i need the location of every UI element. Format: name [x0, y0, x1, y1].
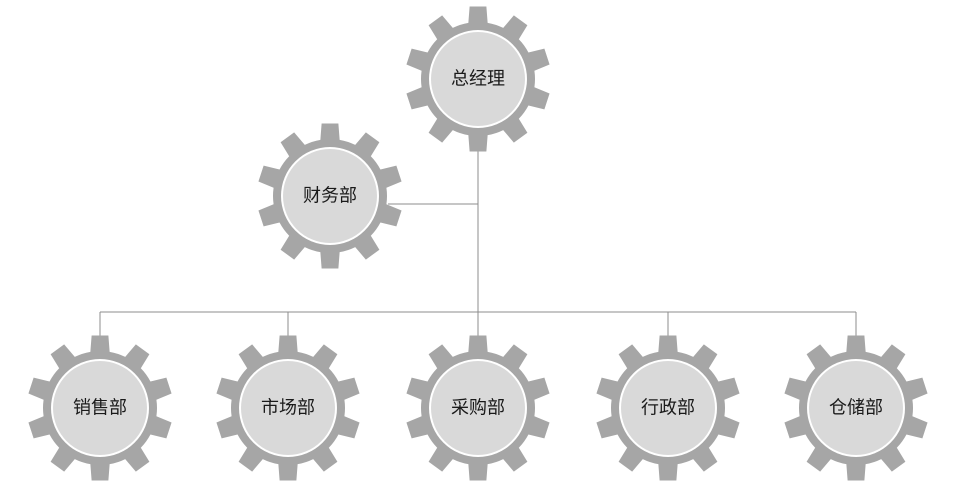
node-label-root: 总经理 — [451, 69, 505, 90]
node-label-finance: 财务部 — [303, 186, 357, 207]
gear-node-root: 总经理 — [406, 6, 550, 152]
connector-lines — [99, 148, 857, 338]
node-label-sales: 销售部 — [73, 398, 127, 419]
gear-node-admin: 行政部 — [596, 335, 740, 481]
gear-node-warehouse: 仓储部 — [784, 335, 928, 481]
gear-node-sales: 销售部 — [28, 335, 172, 481]
node-label-marketing: 市场部 — [261, 398, 315, 419]
node-label-warehouse: 仓储部 — [829, 398, 883, 419]
node-label-purchasing: 采购部 — [451, 398, 505, 419]
gear-node-purchasing: 采购部 — [406, 335, 550, 481]
gear-node-finance: 财务部 — [258, 123, 402, 269]
node-label-admin: 行政部 — [641, 398, 695, 419]
gear-node-marketing: 市场部 — [216, 335, 360, 481]
